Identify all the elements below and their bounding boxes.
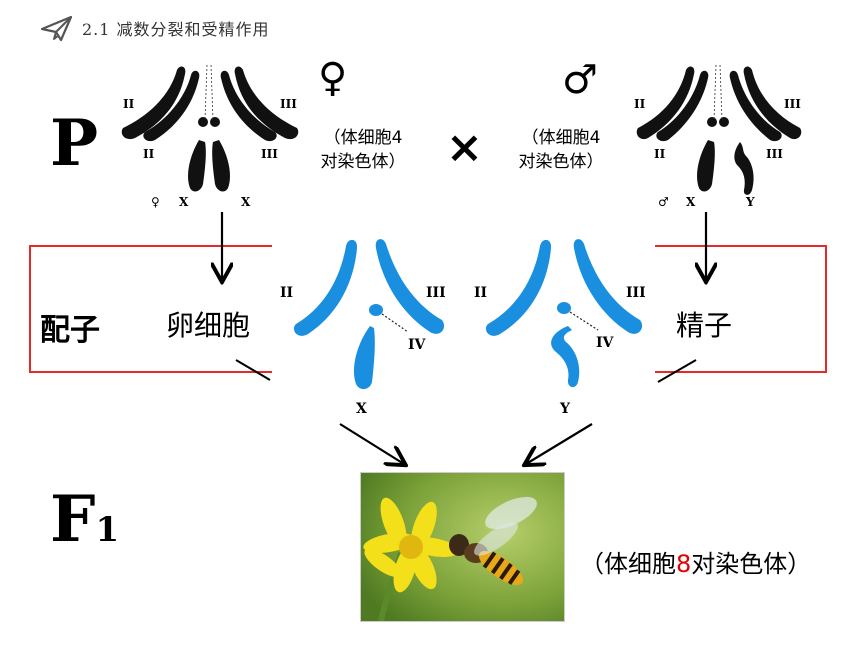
female-symbol: ♀ — [318, 55, 348, 101]
female-x-right: X — [241, 195, 251, 209]
f1-note-number: 8 — [676, 550, 692, 578]
egg-chromosome-set: II III IV X — [278, 232, 454, 422]
male-roman-iii-top: III — [784, 97, 801, 111]
f1-note-prefix: （体细胞 — [580, 550, 676, 578]
egg-chromosome-drawing — [293, 239, 445, 390]
parent-label: P — [50, 106, 99, 181]
f1-subscript: 1 — [95, 510, 120, 550]
female-note: （体细胞4 对染色体） — [298, 126, 428, 174]
sperm-roman-ii: II — [474, 285, 488, 301]
male-sex-symbol: ♂ — [658, 195, 669, 209]
hoverfly-illustration — [361, 473, 564, 621]
female-note-line1: （体细胞4 — [323, 128, 403, 148]
female-chromosome-drawing — [121, 64, 299, 192]
f1-label: F1 — [50, 488, 119, 552]
hoverfly-photo — [360, 472, 565, 622]
egg-roman-iii: III — [426, 285, 446, 301]
male-y: Y — [746, 195, 755, 209]
male-note: （体细胞4 对染色体） — [496, 126, 626, 174]
female-sex-symbol: ♀ — [151, 195, 160, 209]
female-roman-ii-bottom: II — [143, 147, 155, 161]
sperm-roman-iv: IV — [596, 335, 614, 351]
male-roman-ii-top: II — [634, 97, 646, 111]
female-roman-iii-top: III — [280, 97, 297, 111]
female-roman-ii-top: II — [123, 97, 135, 111]
egg-to-f1-arrow — [339, 423, 404, 464]
f1-note: （体细胞8对染色体） — [580, 552, 811, 576]
male-roman-ii-bottom: II — [654, 147, 666, 161]
female-note-line2: 对染色体） — [320, 152, 406, 172]
egg-label: 卵细胞 — [166, 309, 251, 342]
male-chromosome-set: II II III III ♂ X Y — [628, 60, 808, 210]
sperm-chromosome-drawing — [485, 239, 643, 388]
egg-sex-x: X — [356, 401, 367, 417]
gamete-label: 配子 — [40, 313, 100, 348]
cross-symbol: × — [446, 122, 483, 173]
male-chromosome-drawing — [636, 64, 802, 195]
paper-plane-icon — [40, 15, 73, 42]
male-x: X — [686, 195, 696, 209]
header: 2.1 减数分裂和受精作用 — [40, 10, 270, 46]
f1-letter: F — [50, 482, 96, 557]
sperm-pointer-line — [657, 359, 697, 383]
female-chromosome-set: II II III III ♀ X X — [115, 60, 305, 210]
male-symbol: ♂ — [562, 57, 598, 103]
female-roman-iii-bottom: III — [261, 147, 278, 161]
egg-roman-ii: II — [280, 285, 294, 301]
male-note-line2: 对染色体） — [518, 152, 604, 172]
sperm-label: 精子 — [676, 309, 733, 342]
sperm-chromosome-set: II III IV Y — [472, 232, 652, 422]
f1-note-suffix: 对染色体） — [691, 550, 812, 578]
egg-roman-iv: IV — [408, 337, 426, 353]
gamete-box — [29, 245, 827, 373]
male-roman-iii-bottom: III — [766, 147, 783, 161]
sperm-sex-y: Y — [560, 401, 570, 417]
header-title: 2.1 减数分裂和受精作用 — [82, 20, 270, 39]
male-note-line1: （体细胞4 — [521, 128, 601, 148]
sperm-to-f1-arrow — [526, 423, 593, 464]
sperm-roman-iii: III — [626, 285, 646, 301]
egg-pointer-line — [235, 359, 271, 381]
female-x-left: X — [179, 195, 189, 209]
